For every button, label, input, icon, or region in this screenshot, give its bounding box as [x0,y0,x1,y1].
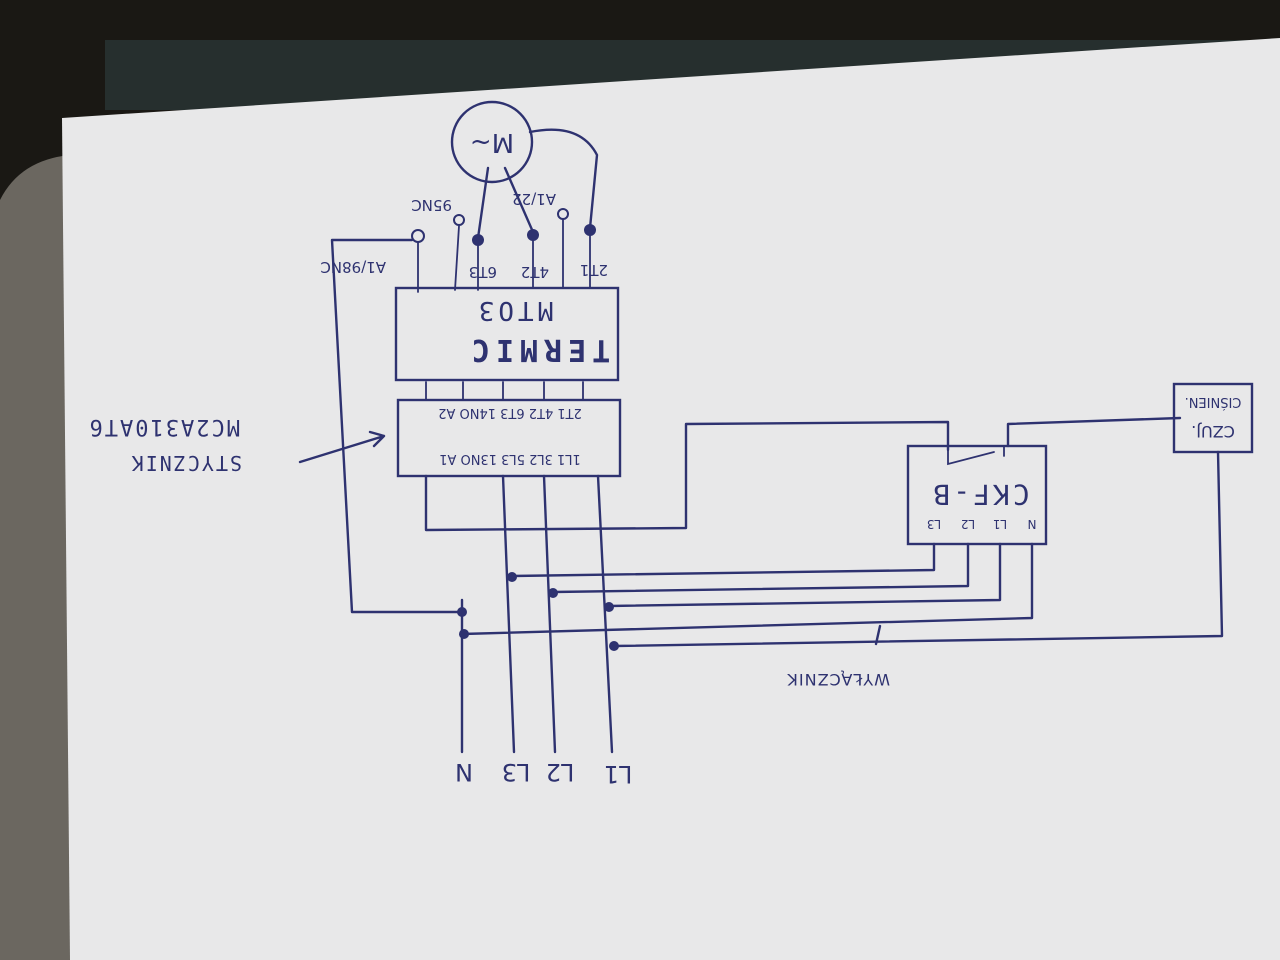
tap-n-ckf [460,542,1034,636]
junction-n-control [457,607,467,617]
terminal-open-3 [557,208,569,220]
switch-marker [874,624,882,646]
label-a1-22: A1/22 [512,190,556,208]
motor: M~ [450,100,599,240]
junction-l1 [604,602,614,612]
terminal-2t1 [584,224,596,236]
pressure-switch-line1: CZUJ. [1191,422,1235,441]
overload-brand: TERMIC [466,332,610,367]
pressure-switch: CIŚNIEN. CZUJ. [1172,382,1254,454]
tap-l3-ckf [510,542,936,578]
overload-terminal-leads [417,219,591,293]
paper-sheet [62,38,1280,960]
mains-l2: L2 [546,758,575,786]
contactor-arrow [298,430,386,464]
contactor-bottom-terminals: 1L1 3L2 5L3 13NO A1 [439,451,581,466]
relay-contactor-links [425,381,584,401]
contactor-name: STYCZNIK [130,451,242,475]
line-l3 [501,474,516,754]
tap-l1-ckf [607,542,1002,608]
tap-l2-ckf [551,542,970,594]
overload-relay: MTO3 TERMIC [394,286,620,382]
ckf-terminal-l2: L2 [961,517,975,531]
control-wire-coil-loop [424,420,950,532]
pressure-switch-box [1172,382,1254,454]
junction-l2 [548,588,558,598]
ckf-pressure-link [1006,416,1182,448]
ckf-contact [947,445,1005,466]
label-a1-98nc: A1/98NC [320,258,386,276]
label-2t1: 2T1 [580,261,608,279]
ckf-terminal-l3: L3 [927,517,941,531]
phase-monitor: CKF-B N L1 L2 L3 [906,444,1048,546]
terminal-6t3 [472,234,484,246]
motor-lead-3 [528,128,599,230]
pressure-switch-wire [612,450,1224,648]
contactor-top-terminals: 2T1 4T2 6T3 14NO A2 [438,405,582,420]
label-6t3: 6T3 [469,263,497,281]
terminal-open-2 [453,214,465,226]
control-wire-n-loop [330,238,464,614]
line-l2 [542,474,557,754]
clipboard-edge [0,155,70,960]
mains-l3: L3 [502,758,531,786]
motor-circle [450,100,534,184]
terminal-4t2 [527,229,539,241]
contactor-box [396,398,622,478]
phase-monitor-box [906,444,1048,546]
ckf-terminal-l1: L1 [993,517,1007,531]
motor-symbol: M~ [470,127,514,157]
overload-terminal-screws [411,208,596,246]
ckf-terminal-n: N [1028,517,1037,531]
pressure-switch-line2: CIŚNIEN. [1185,394,1242,410]
junction-dots [457,572,619,651]
junction-l3 [507,572,517,582]
motor-lead-2 [503,166,535,234]
junction-l1-switch [609,641,619,651]
switch-label: WYŁĄCZNIK [786,670,890,689]
label-95nc: 95NC [411,196,452,214]
phase-monitor-name: CKF-B [930,478,1029,511]
mains-n: N [455,758,473,786]
overload-relay-box [394,286,620,382]
mains-l1: L1 [604,760,633,788]
contactor: 2T1 4T2 6T3 14NO A2 1L1 3L2 5L3 13NO A1 [396,398,622,478]
contactor-model: MC2A310AT6 [88,414,240,439]
line-l1 [596,474,614,754]
junction-n [459,629,469,639]
motor-lead-1 [476,166,490,240]
label-4t2: 4T2 [521,263,549,281]
overload-model: MTO3 [475,295,554,325]
